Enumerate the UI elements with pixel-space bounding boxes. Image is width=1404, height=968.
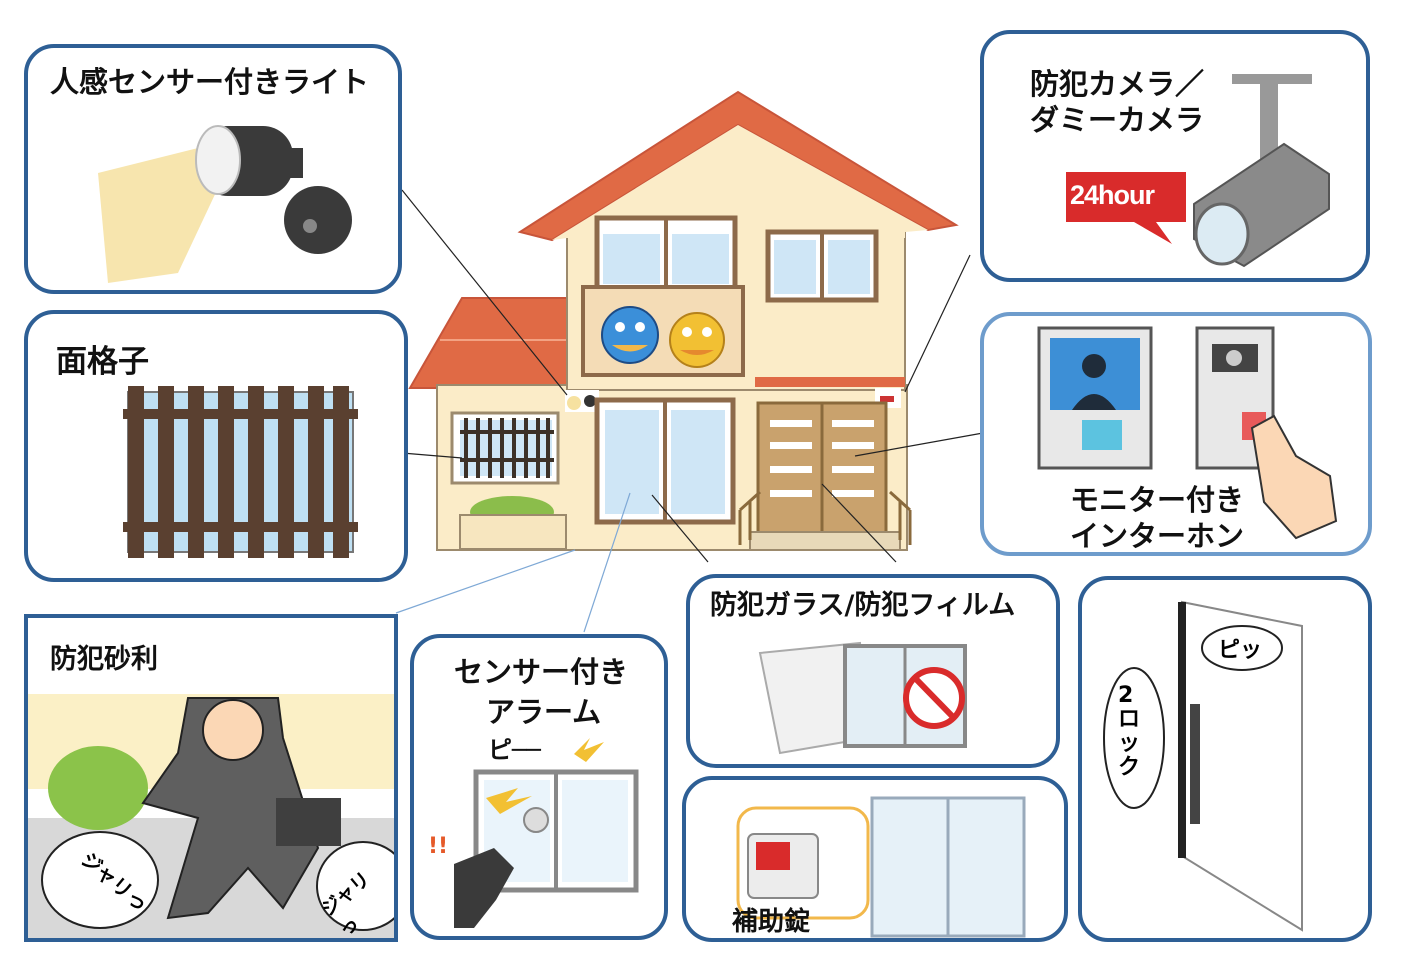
mascot-yellow — [669, 312, 725, 368]
aux-lock-illustration — [736, 796, 1026, 938]
sensor-light-illustration — [98, 125, 352, 283]
panel-security-glass: 防犯ガラス/防犯フィルム — [686, 574, 1060, 768]
lightning-icon — [574, 738, 604, 762]
panel-glass-title: 防犯ガラス/防犯フィルム — [710, 590, 1016, 621]
door-handle-icon — [1190, 704, 1200, 824]
panel-camera-title-line1: 防犯カメラ／ — [1030, 67, 1205, 101]
panel-security-gravel: 防犯砂利 ジャリっ ジャリっ — [24, 614, 398, 942]
panel-sensor-light: 人感センサー付きライト — [24, 44, 402, 294]
24hour-badge: 24hour — [1070, 180, 1155, 210]
panel-camera-title-line2: ダミーカメラ — [1030, 103, 1205, 137]
double-lock-label: 2ロック — [1118, 683, 1141, 780]
intruder-icon — [454, 848, 514, 928]
bush-icon — [48, 746, 148, 830]
panel-security-camera: 防犯カメラ／ ダミーカメラ 24hour — [980, 30, 1370, 282]
alarm-illustration — [454, 738, 639, 928]
panel-alarm-title-line2: アラーム — [486, 695, 602, 729]
burglar-icon — [141, 697, 320, 920]
panel-lock-title: 補助錠 — [732, 907, 811, 937]
panel-auxiliary-lock: 補助錠 — [682, 776, 1068, 942]
panel-intercom-title-line2: インターホン — [1070, 519, 1245, 553]
house-illustration — [408, 90, 959, 551]
pointing-hand-icon — [1250, 414, 1338, 540]
panel-alarm-title-line1: センサー付き — [454, 655, 629, 689]
panel-alarm-beep: ピ── — [488, 736, 541, 764]
mascot-blue — [601, 306, 659, 364]
door-lock-illustration — [1103, 600, 1303, 932]
grille-illustration — [123, 386, 358, 558]
glass-illustration — [758, 641, 967, 755]
panel-intercom: モニター付き インターホン — [980, 312, 1372, 556]
gravel-illustration — [28, 694, 394, 938]
panel-intercom-title-line1: モニター付き — [1070, 483, 1245, 517]
panel-gravel-title: 防犯砂利 — [50, 644, 158, 675]
intercom-illustration — [1037, 326, 1338, 540]
lightning-icon-2 — [486, 788, 532, 814]
panel-sensor-light-title: 人感センサー付きライト — [50, 65, 370, 99]
door-beep-bubble: ピッ — [1218, 638, 1263, 663]
camera-illustration — [1066, 74, 1330, 268]
panel-grille-title: 面格子 — [56, 344, 149, 380]
camera-lens-icon — [1194, 202, 1250, 266]
motion-sensor-icon — [284, 186, 352, 254]
panel-door-double-lock: ピッ 2ロック — [1078, 576, 1372, 942]
panel-window-grille: 面格子 — [24, 310, 408, 582]
alarm-exclaim: !! — [428, 834, 449, 859]
panel-sensor-alarm: センサー付き アラーム ピ── !! — [410, 634, 668, 940]
